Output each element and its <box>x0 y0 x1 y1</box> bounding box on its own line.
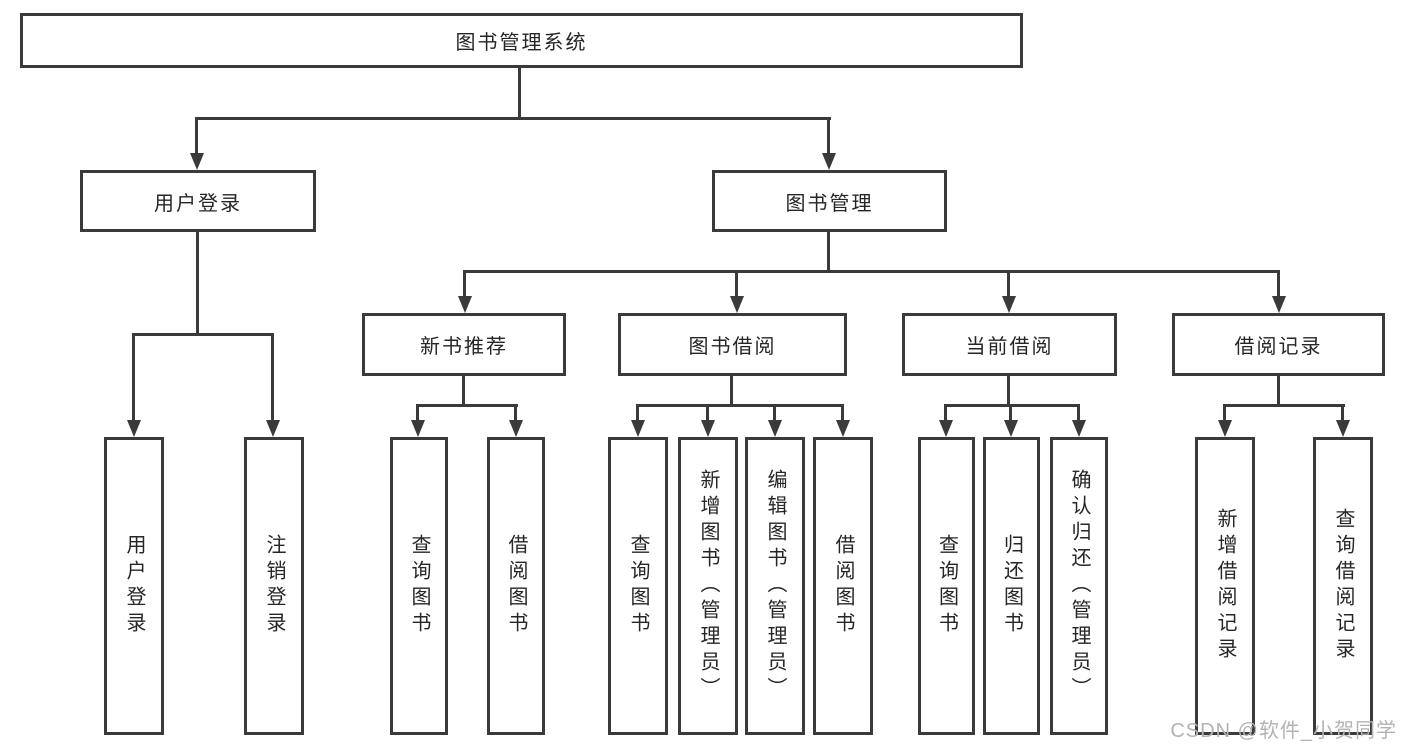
connector-records-stem <box>1277 376 1280 407</box>
connector-drop-confirm-return <box>1077 404 1080 423</box>
connector-drop-borrow-recommend <box>514 404 517 423</box>
node-borrow-records: 借阅记录 <box>1172 313 1385 376</box>
arrowhead-leaf-logout <box>266 420 280 437</box>
arrowhead-borrow-records <box>1272 296 1286 313</box>
connector-drop-new-book-recommend <box>463 270 466 299</box>
leaf-edit-books-admin: 编辑图书（管理员） <box>745 437 805 735</box>
arrowhead-book-borrow <box>730 296 744 313</box>
watermark: CSDN @软件_小贺同学 <box>1170 720 1397 742</box>
connector-root-branch <box>195 117 831 120</box>
connector-drop-borrow-books <box>841 404 844 423</box>
leaf-return-books: 归还图书 <box>983 437 1040 735</box>
connector-drop-query-borrow <box>636 404 639 423</box>
connector-current-stem <box>1007 376 1010 407</box>
connector-drop-return-books <box>1009 404 1012 423</box>
connector-recommend-branch <box>416 404 518 407</box>
connector-drop-leaf-logout <box>271 333 274 421</box>
leaf-query-books-recommend: 查询图书 <box>390 437 448 735</box>
arrowhead-leaf-user-login <box>127 420 141 437</box>
arrowhead-query-record <box>1336 420 1350 437</box>
leaf-query-books-borrow: 查询图书 <box>608 437 668 735</box>
connector-drop-add-record <box>1223 404 1226 423</box>
connector-root-stem <box>518 68 521 118</box>
leaf-user-login: 用户登录 <box>104 437 164 735</box>
arrowhead-new-book-recommend <box>458 296 472 313</box>
leaf-borrow-books: 借阅图书 <box>813 437 873 735</box>
node-user-login: 用户登录 <box>80 170 316 232</box>
arrowhead-add-record <box>1218 420 1232 437</box>
arrowhead-query-borrow <box>631 420 645 437</box>
connector-drop-book-management <box>827 117 830 156</box>
leaf-logout: 注销登录 <box>244 437 304 735</box>
leaf-confirm-return-admin: 确认归还（管理员） <box>1050 437 1108 735</box>
connector-drop-query-recommend <box>416 404 419 423</box>
node-current-borrow: 当前借阅 <box>902 313 1117 376</box>
connector-drop-borrow-records <box>1277 270 1280 299</box>
connector-user-login-branch <box>132 333 274 336</box>
connector-drop-edit-books <box>773 404 776 423</box>
leaf-query-books-current: 查询图书 <box>918 437 975 735</box>
connector-drop-query-record <box>1341 404 1344 423</box>
arrowhead-current-borrow <box>1002 296 1016 313</box>
connector-borrow-stem <box>730 376 733 407</box>
connector-book-mgmt-stem <box>827 232 830 273</box>
arrowhead-user-login <box>190 153 204 170</box>
connector-recommend-stem <box>462 376 465 407</box>
connector-records-branch <box>1223 404 1345 407</box>
arrowhead-edit-books <box>768 420 782 437</box>
leaf-borrow-books-recommend: 借阅图书 <box>487 437 545 735</box>
arrowhead-return-books <box>1004 420 1018 437</box>
arrowhead-borrow-books <box>836 420 850 437</box>
connector-borrow-branch <box>636 404 844 407</box>
connector-user-login-stem <box>196 232 199 336</box>
leaf-add-books-admin: 新增图书（管理员） <box>678 437 738 735</box>
connector-drop-query-current <box>944 404 947 423</box>
node-new-book-recommend: 新书推荐 <box>362 313 566 376</box>
arrowhead-confirm-return <box>1072 420 1086 437</box>
node-root: 图书管理系统 <box>20 13 1023 68</box>
node-book-management: 图书管理 <box>712 170 947 232</box>
arrowhead-borrow-recommend <box>509 420 523 437</box>
arrowhead-book-management <box>822 153 836 170</box>
connector-drop-add-books <box>706 404 709 423</box>
leaf-add-borrow-record: 新增借阅记录 <box>1195 437 1255 735</box>
arrowhead-query-recommend <box>411 420 425 437</box>
connector-drop-user-login <box>195 117 198 156</box>
arrowhead-query-current <box>939 420 953 437</box>
node-book-borrow: 图书借阅 <box>618 313 847 376</box>
connector-drop-current-borrow <box>1007 270 1010 299</box>
connector-current-branch <box>944 404 1080 407</box>
arrowhead-add-books <box>701 420 715 437</box>
connector-drop-book-borrow <box>735 270 738 299</box>
connector-book-mgmt-branch <box>463 270 1280 273</box>
leaf-query-borrow-record: 查询借阅记录 <box>1313 437 1373 735</box>
connector-drop-leaf-user-login <box>132 333 135 421</box>
